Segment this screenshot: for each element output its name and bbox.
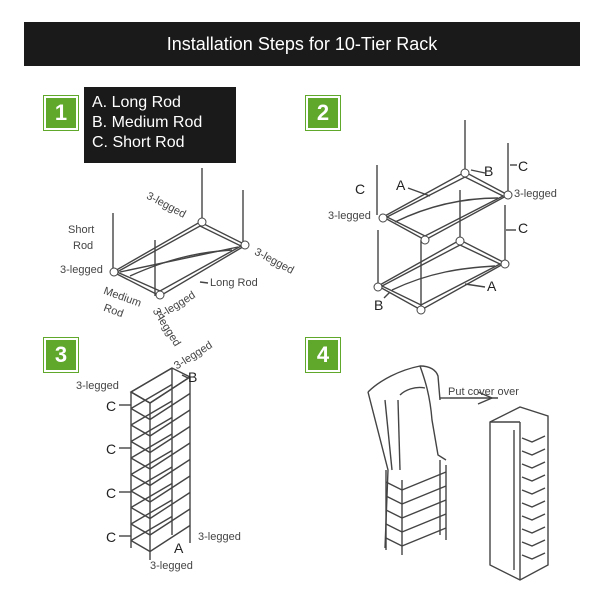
step2-a-bottom: A — [487, 278, 497, 294]
step-3-badge: 3 — [43, 337, 79, 373]
step2-three-legged-left: 3-legged — [328, 210, 371, 222]
page-title: Installation Steps for 10-Tier Rack — [24, 22, 580, 66]
rack-shelf — [385, 485, 447, 505]
step4-put-cover-over: Put cover over — [448, 386, 519, 398]
rod-legend: A. Long Rod B. Medium Rod C. Short Rod — [84, 87, 236, 163]
rack-shelf-back — [130, 433, 173, 459]
rack-shelf — [385, 527, 447, 547]
rack-shelf — [130, 442, 191, 470]
step1-short-rod-line2: Rod — [73, 240, 94, 252]
step3-c-label: C — [106, 398, 117, 414]
step2-c-top-right: C — [518, 158, 529, 174]
covered-rack-shelf — [521, 435, 546, 443]
rack-shelf-back — [130, 449, 173, 476]
step2-b-bottom: B — [374, 297, 384, 313]
rack-shelf — [130, 392, 191, 421]
rack-shelf — [130, 475, 191, 503]
rack-shelf — [130, 409, 191, 437]
step2-c-left: C — [355, 181, 366, 197]
step1-long-rod: Long Rod — [210, 277, 258, 289]
rack-shelf — [130, 458, 191, 487]
rack-shelf-back — [130, 482, 173, 509]
step-1-badge: 1 — [43, 95, 79, 131]
step-4-badge: 4 — [305, 337, 341, 373]
covered-rack-shelf — [521, 487, 546, 495]
rack-shelf-back — [130, 383, 173, 410]
rack-shelf — [385, 471, 447, 491]
step3-three-legged-bottom-right: 3-legged — [198, 531, 241, 543]
step1-frame — [109, 168, 250, 300]
step4-frame — [367, 365, 549, 581]
covered-rack-shelf — [521, 539, 546, 547]
rack-shelf-back — [130, 400, 173, 426]
covered-rack-shelf — [521, 500, 546, 508]
step2-b-top: B — [484, 163, 494, 179]
rack-shelf-back — [130, 499, 173, 525]
covered-rack-shelf — [521, 461, 546, 469]
rack-shelf — [130, 524, 191, 553]
step2-c-right: C — [518, 220, 529, 236]
covered-rack-shelf — [521, 526, 546, 534]
rack-shelf — [385, 499, 447, 519]
step2-three-legged-right: 3-legged — [514, 188, 557, 200]
step3-b-label: B — [188, 369, 198, 385]
step3-c-label: C — [106, 529, 117, 545]
step-2-badge: 2 — [305, 95, 341, 131]
step1-three-legged-left: 3-legged — [60, 264, 103, 276]
step3-c-label: C — [106, 485, 117, 501]
step3-a-label: A — [174, 540, 184, 556]
step2-a-top: A — [396, 177, 406, 193]
legend-item-long-rod: A. Long Rod — [92, 94, 181, 111]
legend-item-medium-rod: B. Medium Rod — [92, 114, 203, 131]
rack-shelf — [130, 508, 191, 536]
covered-rack-shelf — [521, 513, 546, 521]
step2-frame — [373, 120, 517, 315]
step3-frame — [119, 367, 192, 560]
rack-shelf — [130, 491, 191, 520]
rack-shelf-back — [130, 515, 173, 542]
step3-c-label: C — [106, 441, 117, 457]
legend-item-short-rod: C. Short Rod — [92, 134, 185, 151]
rack-shelf-back — [130, 416, 173, 443]
rack-shelf-back — [130, 466, 173, 492]
covered-rack-shelf — [521, 474, 546, 482]
rack-shelf — [130, 376, 191, 404]
step3-three-legged-left: 3-legged — [76, 380, 119, 392]
rack-shelf — [385, 513, 447, 533]
step3-three-legged-bottom: 3-legged — [150, 560, 193, 572]
rack-shelf-back — [130, 367, 173, 393]
covered-rack-shelf — [521, 448, 546, 456]
covered-rack-shelf — [521, 552, 546, 560]
rack-shelf — [130, 425, 191, 454]
step1-short-rod-line1: Short — [68, 224, 95, 236]
